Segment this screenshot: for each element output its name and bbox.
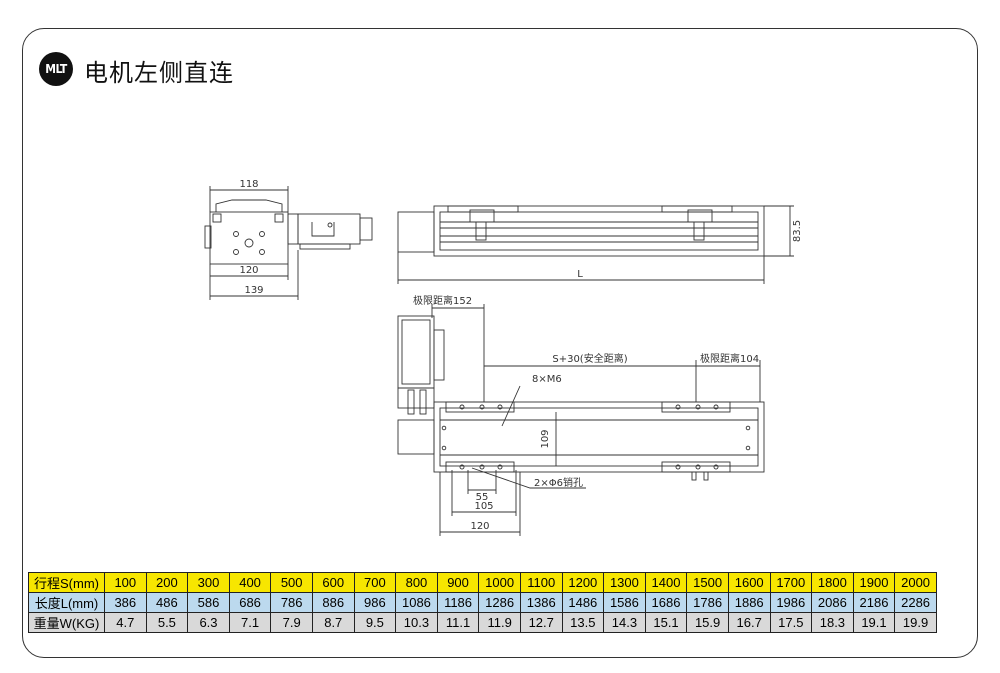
dim-pin-holes: 2×Φ6销孔 <box>534 476 583 489</box>
page-frame <box>22 28 978 658</box>
table-cell: 10.3 <box>395 612 438 633</box>
table-cell: 5.5 <box>145 612 189 633</box>
end-view <box>204 186 373 300</box>
table-cell: 15.1 <box>644 612 688 633</box>
table-cell: 14.3 <box>603 612 646 633</box>
table-cell: 7.9 <box>270 612 313 633</box>
table-cell: 200 <box>145 572 189 593</box>
row-header: 长度L(mm) <box>28 592 105 613</box>
table-cell: 600 <box>311 572 355 593</box>
spec-table: 行程S(mm) 100 200 300 400 500 600 700 800 … <box>28 572 937 633</box>
table-cell: 2086 <box>811 592 854 613</box>
table-cell: 6.3 <box>187 612 230 633</box>
table-cell: 700 <box>353 572 397 593</box>
table-cell: 19.9 <box>894 612 937 633</box>
table-cell: 1500 <box>686 572 729 593</box>
table-cell: 15.9 <box>686 612 729 633</box>
table-cell: 1700 <box>769 572 813 593</box>
table-cell: 13.5 <box>561 612 605 633</box>
table-cell: 300 <box>187 572 230 593</box>
table-cell: 786 <box>270 592 313 613</box>
table-cell: 500 <box>270 572 313 593</box>
table-cell: 1800 <box>811 572 854 593</box>
table-row-length: 长度L(mm) 386 486 586 686 786 886 986 1086… <box>28 592 937 613</box>
table-cell: 686 <box>228 592 272 613</box>
table-cell: 486 <box>145 592 189 613</box>
table-cell: 18.3 <box>811 612 854 633</box>
dim-hole-pitch-a: 55 <box>476 492 489 503</box>
row-header: 行程S(mm) <box>28 572 105 593</box>
table-cell: 400 <box>228 572 272 593</box>
dim-limit-right: 极限距离104 <box>700 352 759 365</box>
table-cell: 986 <box>353 592 397 613</box>
table-cell: 1686 <box>644 592 688 613</box>
table-cell: 16.7 <box>727 612 771 633</box>
table-cell: 100 <box>104 572 147 593</box>
dim-length: L <box>577 269 583 280</box>
table-cell: 7.1 <box>228 612 272 633</box>
table-row-stroke: 行程S(mm) 100 200 300 400 500 600 700 800 … <box>28 572 937 593</box>
table-cell: 2000 <box>894 572 937 593</box>
table-cell: 1100 <box>519 572 563 593</box>
table-cell: 11.1 <box>436 612 480 633</box>
table-cell: 17.5 <box>769 612 813 633</box>
dim-end-width: 118 <box>239 179 258 190</box>
table-cell: 12.7 <box>519 612 563 633</box>
table-cell: 586 <box>187 592 230 613</box>
logo-text: MLT <box>45 62 67 76</box>
table-cell: 4.7 <box>104 612 147 633</box>
table-cell: 886 <box>311 592 355 613</box>
dim-limit-left: 极限距离152 <box>413 294 472 307</box>
table-cell: 1086 <box>395 592 438 613</box>
dim-end-total: 139 <box>244 285 263 296</box>
table-cell: 1386 <box>519 592 563 613</box>
table-cell: 1286 <box>478 592 521 613</box>
table-cell: 1586 <box>603 592 646 613</box>
table-cell: 1900 <box>852 572 896 593</box>
row-header: 重量W(KG) <box>28 612 105 633</box>
table-cell: 11.9 <box>478 612 521 633</box>
page-title: 电机左侧直连 <box>84 59 234 87</box>
brand-logo: MLT <box>39 52 73 86</box>
table-cell: 1486 <box>561 592 605 613</box>
dim-carriage-width: 109 <box>540 429 551 448</box>
table-cell: 800 <box>395 572 438 593</box>
table-cell: 386 <box>104 592 147 613</box>
table-cell: 1600 <box>727 572 771 593</box>
table-cell: 19.1 <box>852 612 896 633</box>
table-cell: 1000 <box>478 572 521 593</box>
table-cell: 9.5 <box>353 612 397 633</box>
table-cell: 900 <box>436 572 480 593</box>
dim-stroke-safety: S+30(安全距离) <box>552 352 627 365</box>
dim-screw-holes: 8×M6 <box>532 374 562 385</box>
table-cell: 1786 <box>686 592 729 613</box>
table-cell: 1886 <box>727 592 771 613</box>
dim-hole-pitch-b: 105 <box>474 501 493 512</box>
table-cell: 8.7 <box>311 612 355 633</box>
table-row-weight: 重量W(KG) 4.7 5.5 6.3 7.1 7.9 8.7 9.5 10.3… <box>28 612 937 633</box>
table-cell: 2286 <box>894 592 937 613</box>
table-cell: 1400 <box>644 572 688 593</box>
top-view <box>397 304 765 536</box>
table-cell: 1200 <box>561 572 605 593</box>
dim-height: 83.5 <box>792 220 803 242</box>
dim-carriage-length: 120 <box>470 521 489 532</box>
table-cell: 1986 <box>769 592 813 613</box>
table-cell: 1186 <box>436 592 480 613</box>
dim-end-base: 120 <box>239 265 258 276</box>
table-cell: 1300 <box>603 572 646 593</box>
table-cell: 2186 <box>852 592 896 613</box>
side-view <box>397 205 794 284</box>
